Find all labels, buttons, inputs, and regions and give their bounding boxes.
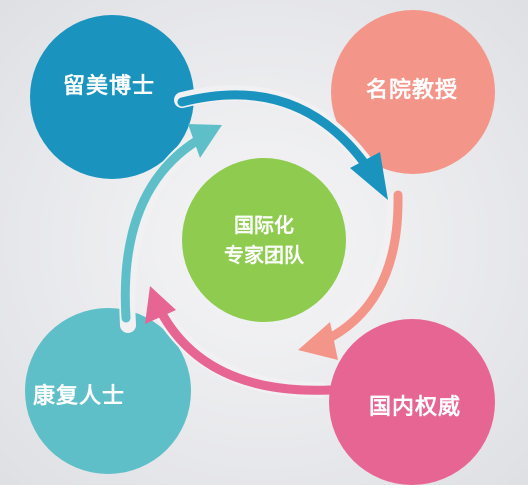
arrow-salmon-head bbox=[298, 322, 338, 360]
arrow-salmon bbox=[298, 190, 403, 360]
node-bottom-right-circle bbox=[329, 319, 495, 485]
center-label: 国际化 专家团队 bbox=[184, 210, 344, 270]
arrow-teal-head bbox=[188, 124, 222, 158]
arrow-pink-head bbox=[145, 286, 176, 324]
arrow-pink bbox=[145, 286, 335, 395]
node-bottom-left-circle bbox=[25, 308, 191, 474]
arrow-blue-head bbox=[350, 152, 388, 200]
node-top-left-circle bbox=[30, 15, 194, 179]
center-label-line2: 专家团队 bbox=[224, 243, 304, 267]
arrow-teal bbox=[120, 124, 222, 323]
center-label-line1: 国际化 bbox=[234, 213, 294, 237]
node-bottom-right-label: 国内权威 bbox=[369, 395, 462, 420]
center-circle bbox=[182, 158, 346, 322]
node-top-right-label: 名院教授 bbox=[366, 78, 459, 103]
node-top-left-label: 留美博士 bbox=[63, 74, 156, 99]
arrow-blue bbox=[177, 90, 388, 200]
node-bottom-left-label: 康复人士 bbox=[33, 384, 126, 409]
node-top-right-circle bbox=[331, 10, 495, 174]
